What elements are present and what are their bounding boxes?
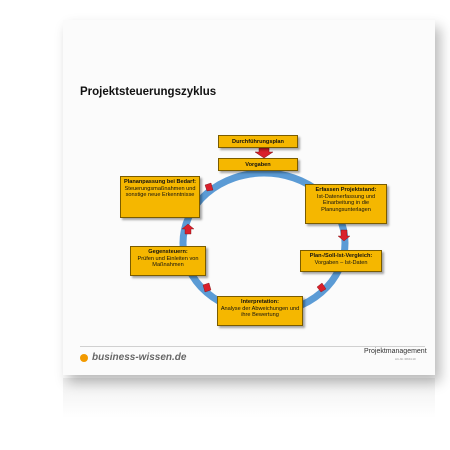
brand-dot-icon [80,353,88,362]
box-interpretation-heading: Interpretation: [241,299,279,305]
box-erfassen-projektstand: Erfassen Projektstand: Ist-Datenerfassun… [305,184,387,224]
box-vorgaben-label: Vorgaben [245,162,271,168]
footer-code: Art.-Nr. 08.04.10 [395,357,416,361]
cycle-arrow-right [337,229,351,242]
box-interpretation: Interpretation: Analyse der Abweichungen… [217,296,303,326]
brand-name: business-wissen.de [92,352,187,363]
footer-divider [80,346,425,347]
sheet-reflection [63,378,435,418]
box-gegensteuern-heading: Gegensteuern: [148,249,188,255]
page-title: Projektsteuerungszyklus [80,86,217,98]
box-durchfuehrungsplan: Durchführungsplan [218,135,298,148]
box-plananpassung-heading: Plananpassung bei Bedarf: [123,179,197,185]
box-plan-soll-ist-vergleich: Plan-/Soll-Ist-Vergleich: Vorgaben – Ist… [300,250,382,272]
box-plananpassung-body: Steuerungsmaßnahmen und sonstige neue Er… [124,185,196,199]
box-vergleich-body: Vorgaben – Ist-Daten [314,259,368,266]
box-durchfuehrungsplan-label: Durchführungsplan [232,139,284,145]
box-plananpassung: Plananpassung bei Bedarf: Steuerungsmaßn… [120,176,200,218]
down-arrow-top [254,147,274,159]
cycle-arrow-right-bottom [316,282,327,293]
box-erfassen-body: Ist-Datenerfassung und Einarbeitung in d… [316,193,376,213]
footer-category: Projektmanagement [364,348,427,355]
cycle-arrow-left [181,223,195,235]
brand-logo: business-wissen.de [80,352,186,363]
box-gegensteuern: Gegensteuern: Prüfen und Einleiten von M… [130,246,206,276]
box-vergleich-heading: Plan-/Soll-Ist-Vergleich: [309,253,373,259]
box-erfassen-heading: Erfassen Projektstand: [315,187,377,193]
box-gegensteuern-body: Prüfen und Einleiten von Maßnahmen [137,255,199,269]
cycle-arrow-left-top [204,182,214,192]
box-vorgaben: Vorgaben [218,158,298,171]
box-interpretation-body: Analyse der Abweichungen und ihre Bewert… [220,305,300,319]
cycle-arrow-left-bottom [202,282,212,293]
